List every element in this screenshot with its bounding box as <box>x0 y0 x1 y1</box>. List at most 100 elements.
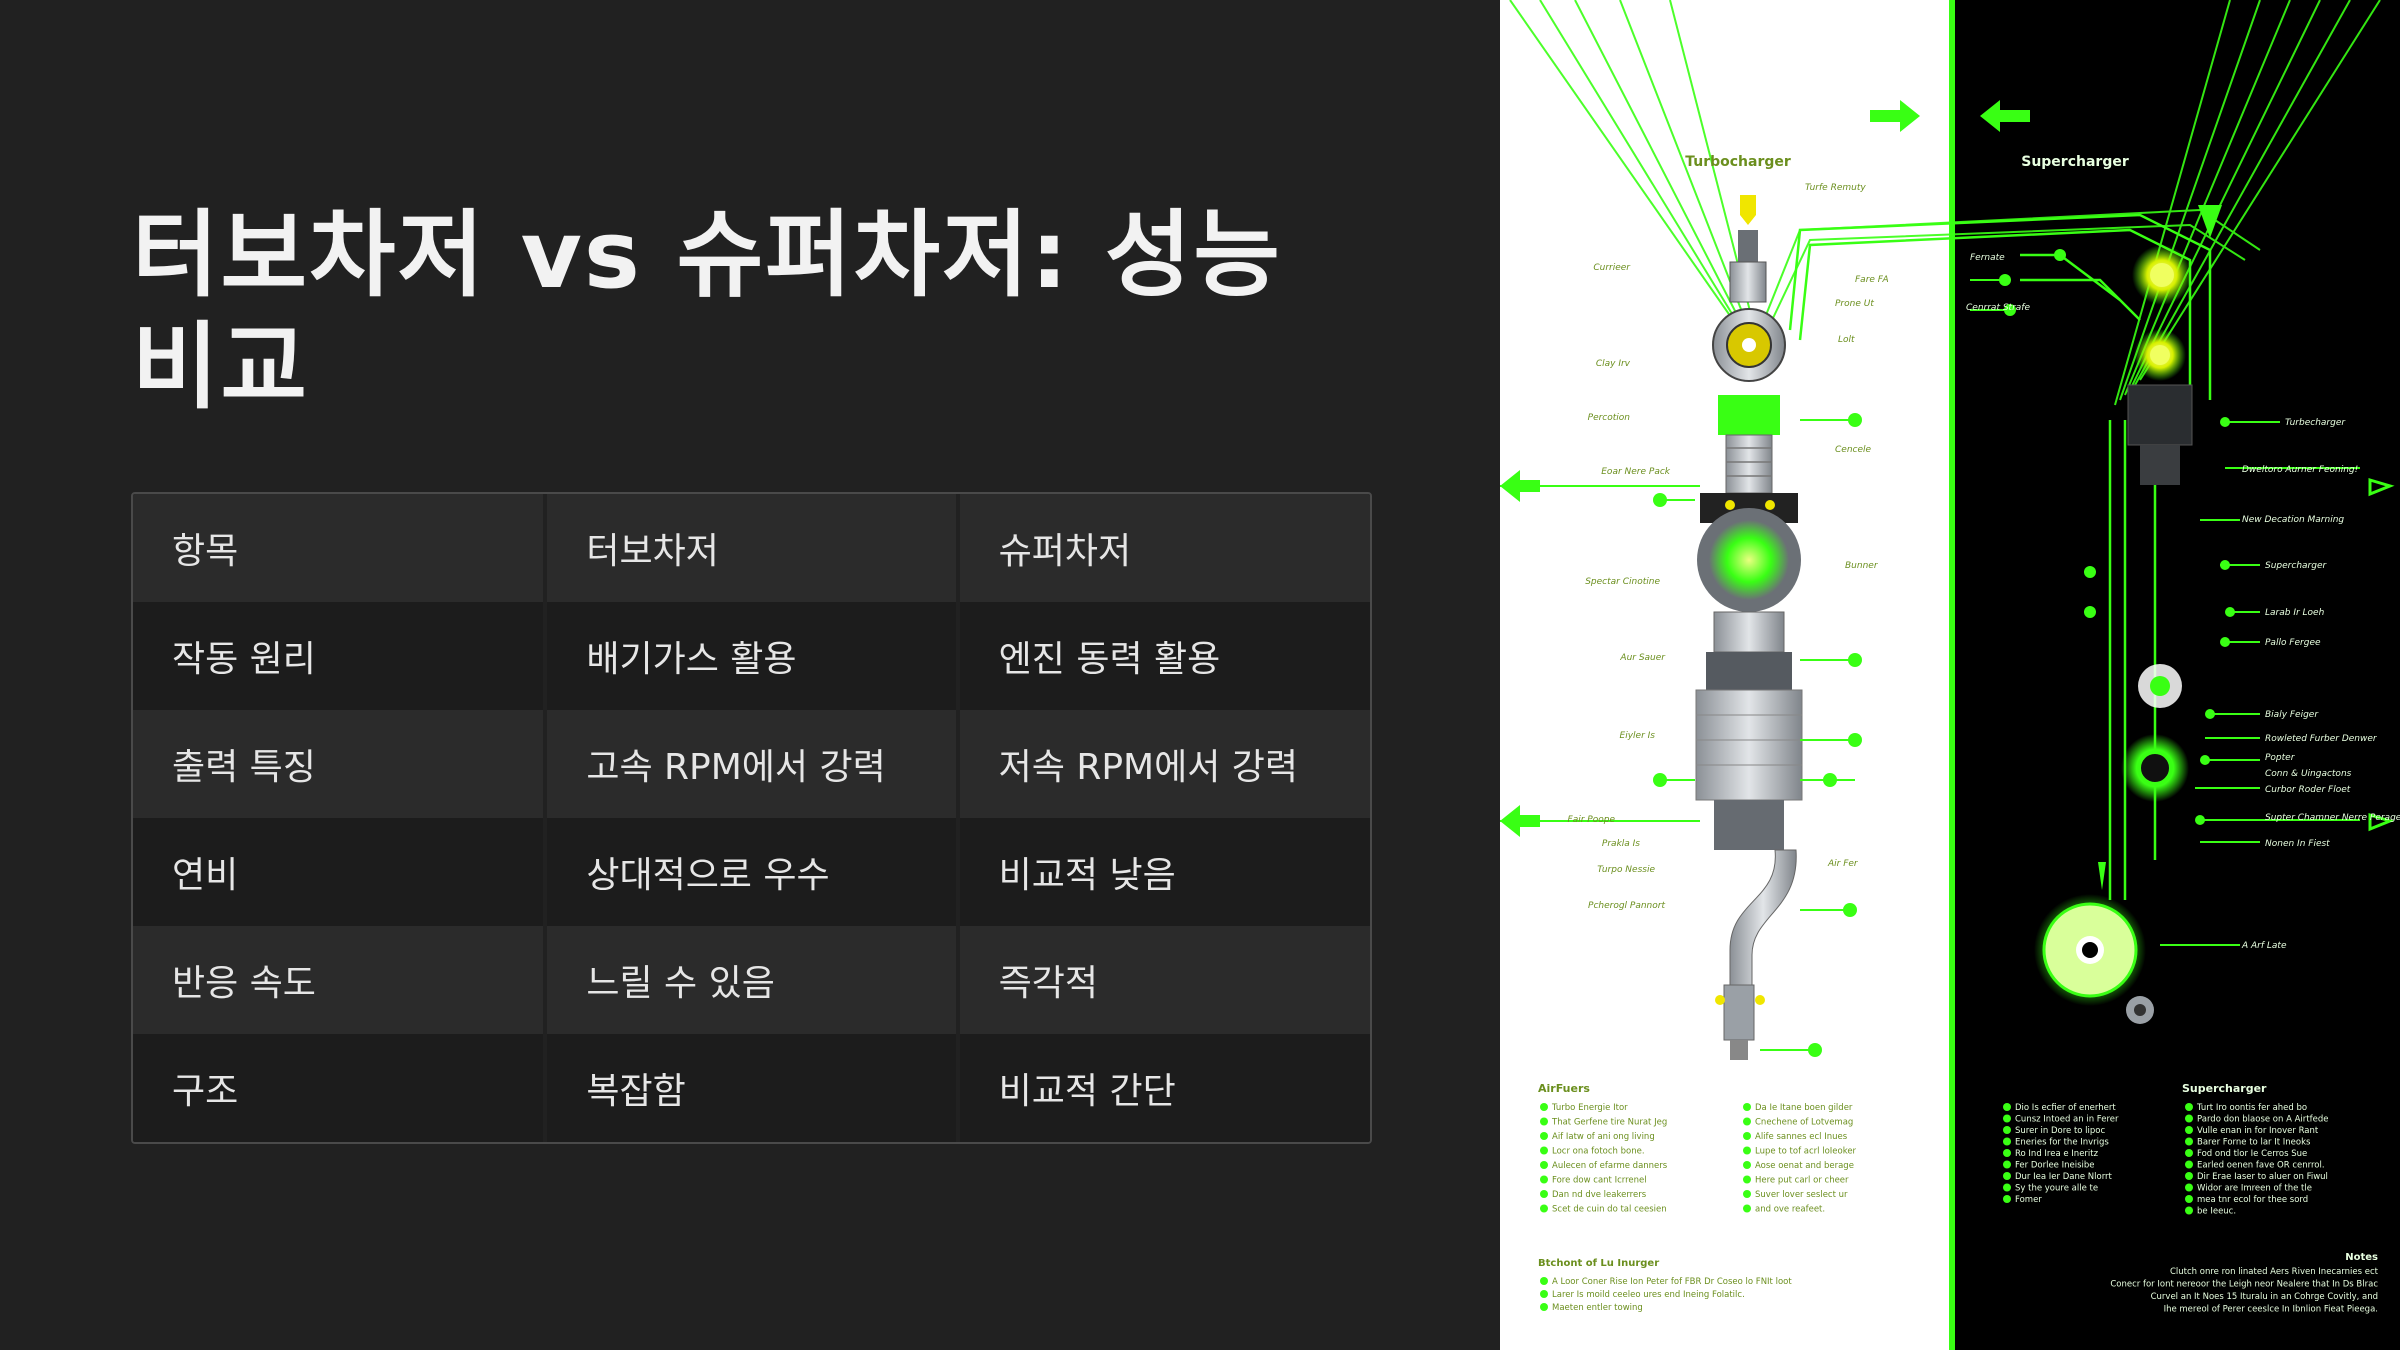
table-row: 구조 복잡함 비교적 간단 <box>133 1034 1370 1142</box>
list-item: Suver lover seslect ur <box>1755 1190 1848 1200</box>
callout-label: Cencele <box>1835 445 1872 455</box>
list-item: Widor are Imreen of the tle <box>2197 1184 2312 1194</box>
bullet-check-icon <box>2003 1172 2011 1180</box>
list-item: Clutch onre ron linated Aers Riven Ineca… <box>2170 1267 2379 1277</box>
callout-label: Supter Chamner Nerre Perager <box>2265 813 2400 823</box>
bullet-check-icon <box>2003 1114 2011 1123</box>
list-item: Cnechene of Lotvemag <box>1755 1118 1853 1128</box>
list-item: Aulecen of efarme danners <box>1552 1161 1668 1171</box>
panel-divider <box>1949 0 1955 1350</box>
callout-label: Aur Sauer <box>1619 653 1666 663</box>
callout-label: A Arf Late <box>2241 941 2287 951</box>
callout-label: Clay Irv <box>1596 359 1631 369</box>
table-cell: 느릴 수 있음 <box>545 926 960 1034</box>
callout-label: Supercharger <box>2265 561 2327 571</box>
callout-label: Curbor Roder Floet <box>2265 785 2351 795</box>
list-item: Aose oenat and berage <box>1755 1161 1854 1171</box>
bullet-check-icon <box>1540 1161 1548 1169</box>
list-item: Dir Erae Iaser to aluer on Fiwul <box>2197 1172 2328 1182</box>
callout-label: Larab Ir Loeh <box>2265 608 2325 618</box>
table-header-cell: 슈퍼차저 <box>957 494 1370 602</box>
table-header-cell: 터보차저 <box>545 494 960 602</box>
bullet-check-icon <box>1540 1290 1548 1298</box>
table-row: 반응 속도 느릴 수 있음 즉각적 <box>133 926 1370 1034</box>
bullet-check-icon <box>2185 1195 2193 1203</box>
callout-label: Prakla Is <box>1602 839 1640 849</box>
footer-lines: A Loor Coner Rise Ion Peter fof FBR Dr C… <box>1540 1277 1792 1313</box>
bullet-check-icon <box>1540 1132 1548 1140</box>
callout-label: Fernate <box>1970 253 2005 263</box>
list-item: Here put carl or cheer <box>1755 1176 1849 1186</box>
bullet-check-icon <box>2003 1103 2011 1111</box>
turbo-left-callouts: Currieer Clay Irv Percotion Eoar Nere Pa… <box>1568 263 1671 911</box>
list-item: Locr ona fotoch bone. <box>1552 1147 1645 1157</box>
inlet-arrow-icon <box>1740 195 1756 225</box>
arrow-left-icon <box>1980 100 2030 132</box>
bullet-check-icon <box>1743 1190 1751 1198</box>
arrow-right-icon <box>2368 477 2395 497</box>
callout-label: Turfe Remuty <box>1805 183 1866 193</box>
callout-label: Popter <box>2265 753 2296 763</box>
callout-label: Eiyler Is <box>1620 731 1656 741</box>
illustration-svg: Turbocharger Supercharger <box>1500 0 2400 1350</box>
table-cell: 연비 <box>133 818 548 926</box>
callout-label: Pcherogl Pannort <box>1588 901 1665 911</box>
bullet-check-icon <box>2185 1206 2193 1215</box>
callout-label: Pallo Fergee <box>2265 638 2321 648</box>
super-panel-title: Supercharger <box>2021 154 2129 170</box>
list-item: Barer Forne to lar It Ineoks <box>2197 1138 2311 1148</box>
turbo-glow-core <box>1709 520 1789 600</box>
bullet-check-icon <box>1743 1161 1751 1169</box>
table-cell: 상대적으로 우수 <box>545 818 960 926</box>
list-item: Maeten entler towing <box>1552 1303 1643 1313</box>
list-item: Fer Dorlee Ineisibe <box>2015 1161 2095 1171</box>
list-item: Alife sannes ecl Inues <box>1755 1132 1848 1142</box>
list-item: That Gerfene tire Nurat Jeg <box>1551 1118 1667 1128</box>
turbocharger-drawing <box>1695 195 1803 1060</box>
bullet-check-icon <box>2185 1137 2193 1146</box>
bullet-check-icon <box>2003 1160 2011 1169</box>
inlet-arrow-icon <box>2198 205 2222 238</box>
table-cell: 구조 <box>133 1034 548 1142</box>
turbo-vs-super-illustration: Turbocharger Supercharger <box>1500 0 2400 1350</box>
arrow-right-icon <box>2368 812 2395 832</box>
callout-label: Air Fer <box>1827 859 1859 869</box>
bullet-check-icon <box>1743 1175 1751 1184</box>
callout-label: Spectar Cinotine <box>1585 577 1660 587</box>
list-item: Turbo Energie Itor <box>1551 1103 1628 1113</box>
list-item: Aif Iatw of ani ong living <box>1552 1132 1655 1142</box>
list-item: Sy the youre alle te <box>2015 1184 2098 1194</box>
notes-heading: Notes <box>2345 1252 2378 1263</box>
table-cell: 고속 RPM에서 강력 <box>545 710 960 818</box>
notes-lines: Clutch onre ron linated Aers Riven Ineca… <box>2110 1267 2378 1315</box>
table-cell: 복잡함 <box>545 1034 960 1142</box>
bullet-check-icon <box>2003 1137 2011 1146</box>
bullet-check-icon <box>1540 1117 1548 1126</box>
list-item: Conecr for Iont nereoor the Leigh neor N… <box>2110 1280 2378 1290</box>
bullet-check-icon <box>1540 1303 1548 1311</box>
table-row: 작동 원리 배기가스 활용 엔진 동력 활용 <box>133 602 1370 710</box>
bullet-check-icon <box>1743 1204 1751 1213</box>
super-callout-lines <box>1970 279 2360 946</box>
table-cell: 작동 원리 <box>133 602 548 710</box>
bullet-check-icon <box>2185 1172 2193 1180</box>
callout-label: Lolt <box>1838 335 1855 345</box>
list-item: Ro Ind Irea e Ineritz <box>2015 1149 2099 1159</box>
arrow-right-icon <box>1870 100 1920 132</box>
list-item: be Ieeuc. <box>2197 1207 2236 1217</box>
callout-label: Prone Ut <box>1835 299 1874 309</box>
list-item: mea tnr ecol for thee sord <box>2197 1195 2308 1205</box>
callout-label: Percotion <box>1588 413 1631 423</box>
list-item: Dio Is ecfier of enerhert <box>2015 1103 2116 1113</box>
list-item: Fomer <box>2015 1195 2042 1205</box>
table-cell: 즉각적 <box>957 926 1370 1034</box>
right-edge-arrows <box>2368 477 2395 832</box>
bullet-check-icon <box>2185 1114 2193 1123</box>
callout-label: Fare FA <box>1855 275 1889 285</box>
callout-label: Cenrrat Strafe <box>1966 303 2030 313</box>
bullet-check-icon <box>1540 1204 1548 1213</box>
table-cell: 반응 속도 <box>133 926 548 1034</box>
supercharger-drawing <box>1788 205 2222 1024</box>
